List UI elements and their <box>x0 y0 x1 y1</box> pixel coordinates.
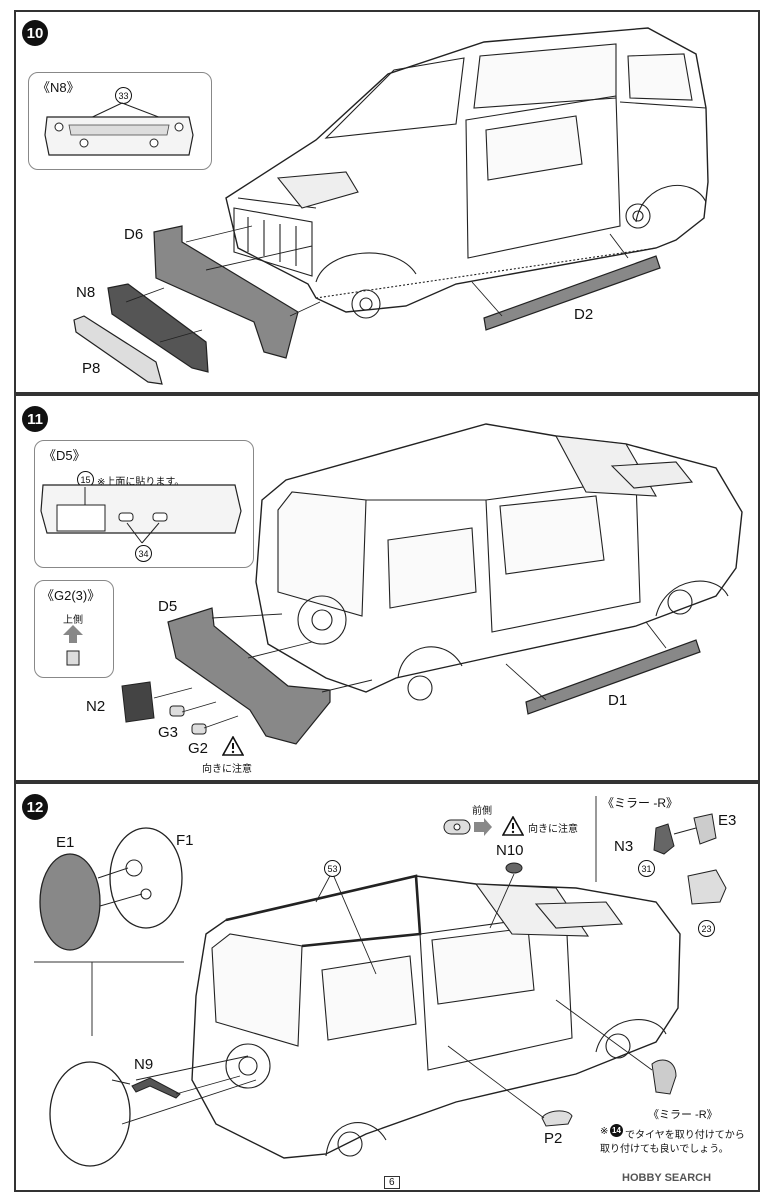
step-12-caution-text: 向きに注意 <box>528 824 578 835</box>
g2-inset: 《G2(3)》 上側 <box>34 580 114 678</box>
step-12-number: 12 <box>22 794 48 820</box>
n8-inset-title: 《N8》 <box>37 80 80 95</box>
label-g2: G2 <box>188 740 209 757</box>
g2-inset-title: 《G2(3)》 <box>41 588 101 603</box>
label-n8: N8 <box>76 284 96 301</box>
caution-icon-12 <box>502 816 524 836</box>
watermark-text: HOBBY SEARCH <box>622 1172 712 1184</box>
n8-inset: 《N8》 33 <box>28 72 212 170</box>
step-11-panel: 11 《D5》 15 ※上面に貼ります。 34 《G2(3)》 上側 <box>14 394 760 782</box>
label-p2: P2 <box>544 1130 563 1147</box>
g2-up-label: 上側 <box>63 615 83 626</box>
d5-inset: 《D5》 15 ※上面に貼ります。 34 <box>34 440 254 568</box>
callout-33: 33 <box>115 87 132 104</box>
step-12-panel: 12 <box>14 782 760 1192</box>
label-d6: D6 <box>124 226 144 243</box>
step-10-panel: 10 《N8》 33 <box>14 10 760 394</box>
callout-23: 23 <box>698 920 715 937</box>
caution-icon <box>222 736 244 756</box>
callout-53: 53 <box>324 860 341 877</box>
d5-inset-title: 《D5》 <box>43 448 86 463</box>
note-line-1-text: でタイヤを取り付けてから <box>625 1130 745 1141</box>
mirror-r-bottom-title: 《ミラー -R》 <box>648 1109 718 1121</box>
g2-orientation-drawing <box>63 625 83 666</box>
note-prefix: ※ <box>600 1126 609 1137</box>
step-10-assembly-drawing <box>73 27 709 385</box>
label-n9: N9 <box>134 1056 154 1073</box>
page-number: 6 <box>384 1176 400 1189</box>
d5-note: ※上面に貼ります。 <box>97 477 185 488</box>
label-e3: E3 <box>718 812 737 829</box>
label-d2: D2 <box>574 306 594 323</box>
label-g3: G3 <box>158 724 179 741</box>
n8-grille-drawing <box>44 102 194 156</box>
step-11-number: 11 <box>22 406 48 432</box>
mirror-r-top-title: 《ミラー -R》 <box>602 796 678 810</box>
label-n3: N3 <box>614 838 634 855</box>
callout-34: 34 <box>135 545 152 562</box>
label-n10: N10 <box>496 842 524 859</box>
step-11-caution-text: 向きに注意 <box>202 764 252 775</box>
callout-31: 31 <box>638 860 655 877</box>
note-ref-step-14: 14 <box>610 1124 623 1137</box>
label-p8: P8 <box>82 360 101 377</box>
note-line-2-text: 取り付けても良いでしょう。 <box>600 1144 729 1155</box>
label-e1: E1 <box>56 834 75 851</box>
label-f1: F1 <box>176 832 194 849</box>
label-n2: N2 <box>86 698 106 715</box>
step-12-assembly-drawing <box>34 796 727 1167</box>
step-10-number: 10 <box>22 20 48 46</box>
watermark-logo: HOBBY SEARCH <box>622 1172 711 1184</box>
step-11-assembly-drawing <box>121 423 743 745</box>
d5-bumper-drawing <box>40 484 242 544</box>
label-d5: D5 <box>158 598 178 615</box>
front-label: 前側 <box>472 806 492 817</box>
mirror-note-line-1: ※ <box>600 1126 608 1137</box>
label-d1: D1 <box>608 692 628 709</box>
